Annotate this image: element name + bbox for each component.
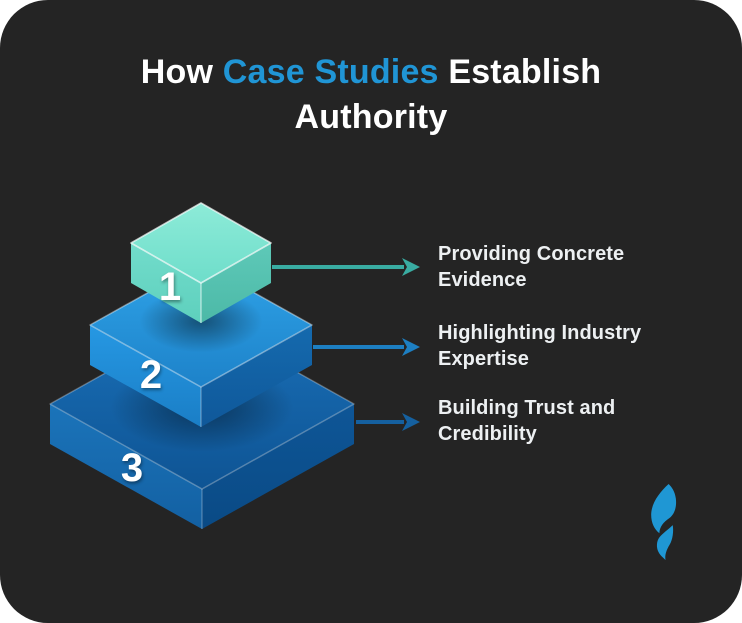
label-line: Building Trust and xyxy=(438,397,616,419)
arrow-level-1 xyxy=(272,258,420,276)
arrowhead-icon xyxy=(402,413,420,431)
page-title: How Case Studies Establish Authority xyxy=(61,50,681,140)
level-3-number: 3 xyxy=(121,446,143,490)
level-1-number: 1 xyxy=(159,265,181,309)
pyramid-block-1: 1 xyxy=(130,202,272,323)
label-line: Highlighting Industry xyxy=(438,322,642,344)
title-accent: Case Studies xyxy=(222,53,439,91)
label-line: Evidence xyxy=(438,269,527,291)
label-level-3: Building Trust and Credibility xyxy=(438,395,698,447)
label-level-2: Highlighting Industry Expertise xyxy=(438,320,698,372)
level-2-number: 2 xyxy=(140,353,162,397)
label-line: Providing Concrete xyxy=(438,243,625,265)
pyramid-diagram: 3 2 1 xyxy=(49,202,420,529)
label-level-1: Providing Concrete Evidence xyxy=(438,241,698,293)
arrow-level-3 xyxy=(356,413,420,431)
label-line: Credibility xyxy=(438,423,537,445)
title-part-1: How xyxy=(140,53,223,91)
label-line: Expertise xyxy=(438,348,529,370)
title-part-2: Establish Authority xyxy=(294,53,602,136)
flame-icon xyxy=(651,484,677,560)
arrowhead-icon xyxy=(402,338,420,356)
pyramid-block-2: 2 xyxy=(89,262,313,427)
arrow-level-2 xyxy=(313,338,420,356)
arrowhead-icon xyxy=(402,258,420,276)
